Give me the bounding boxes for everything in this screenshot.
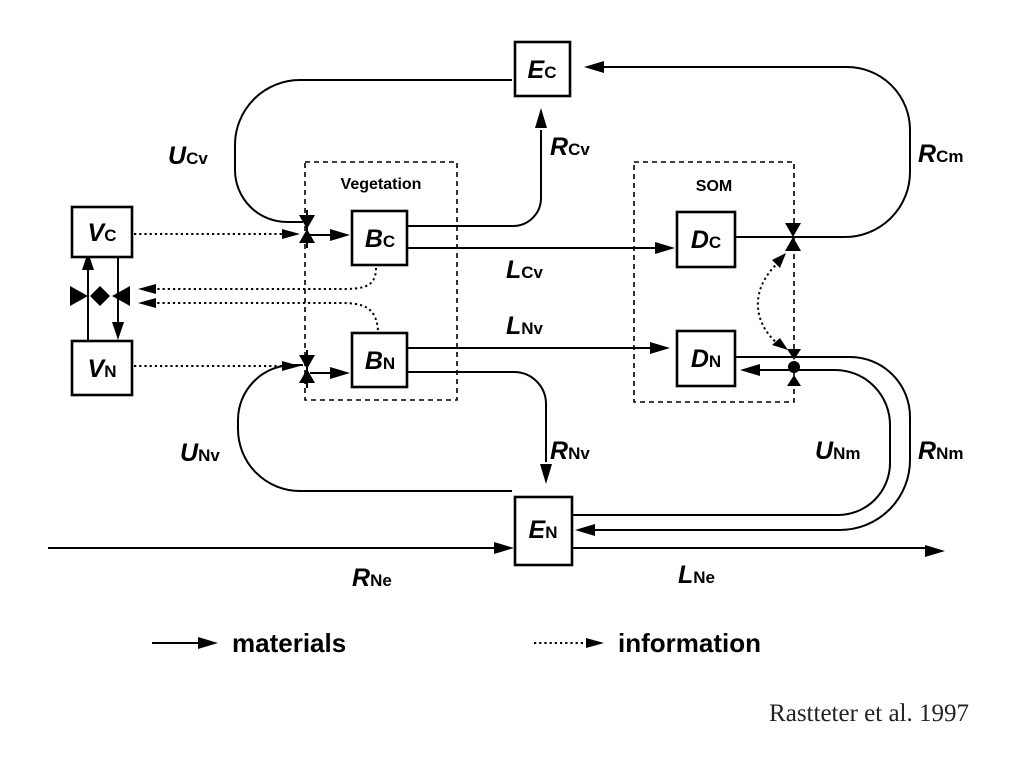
svg-text:EC: EC <box>528 56 557 84</box>
label-rnm: RNm <box>918 437 963 465</box>
legend-materials-arrow <box>198 637 218 649</box>
arrow-rcv <box>535 108 547 128</box>
box-dn: DN <box>675 329 737 388</box>
arrow-info-vn <box>282 361 300 371</box>
arrow-info-vc <box>282 229 300 239</box>
label-rnv: RNv <box>550 437 590 465</box>
box-dc: DC <box>675 210 737 269</box>
arrow-lne <box>925 545 945 557</box>
legend-information-arrow <box>586 638 604 648</box>
valve-bn <box>299 350 315 388</box>
info-dc-dn <box>757 261 780 345</box>
arrow-rnm <box>575 524 595 536</box>
arrow-unm <box>740 364 760 376</box>
svg-text:VC: VC <box>88 219 117 247</box>
svg-text:BN: BN <box>365 347 395 375</box>
label-rcm: RCm <box>918 140 963 168</box>
flow-rnv <box>408 371 547 462</box>
info-bn-v <box>155 302 379 331</box>
label-lnv: LNv <box>506 312 544 340</box>
arrow-lcv <box>655 242 675 254</box>
vegetation-group-outline <box>304 161 458 401</box>
valve-v <box>70 286 130 306</box>
arrow-vn <box>112 322 124 340</box>
flow-ucv <box>234 79 512 223</box>
arrow-vc <box>82 252 94 270</box>
label-rne: RNe <box>352 564 392 592</box>
label-lcv: LCv <box>506 256 544 284</box>
label-unm: UNm <box>815 437 860 465</box>
svg-text:EN: EN <box>529 516 558 544</box>
legend-materials-label: materials <box>232 628 346 658</box>
box-vc: VC <box>70 205 134 259</box>
arrow-rnv <box>540 464 552 484</box>
valve-bc <box>299 210 315 248</box>
arrow-rcm <box>584 61 604 73</box>
label-lne: LNe <box>678 561 715 589</box>
arrow-info-bc <box>138 284 156 294</box>
flow-rcm <box>604 66 911 238</box>
arrow-info-down <box>772 338 788 350</box>
som-group-outline <box>633 161 795 403</box>
label-rcv: RCv <box>550 133 590 161</box>
som-group-label: SOM <box>696 178 732 195</box>
valve-dn <box>787 349 801 386</box>
flow-rcv <box>408 130 542 227</box>
arrow-lnv <box>650 342 670 354</box>
box-ec: EC <box>513 40 572 98</box>
label-ucv: UCv <box>168 142 208 170</box>
vegetation-group-label: Vegetation <box>341 176 422 193</box>
arrow-rne <box>494 542 514 554</box>
arrow-bn-in <box>330 367 350 379</box>
box-en: EN <box>513 495 574 567</box>
legend: materials information <box>152 628 761 658</box>
box-bc: BC <box>350 209 409 267</box>
info-bc-v <box>155 267 377 290</box>
legend-information-label: information <box>618 628 761 658</box>
arrow-info-up <box>772 253 786 268</box>
svg-text:DC: DC <box>691 226 721 254</box>
box-vn: VN <box>70 339 134 397</box>
arrow-info-bn <box>138 298 156 308</box>
valve-dc <box>785 223 801 251</box>
citation: Rastteter et al. 1997 <box>769 700 969 727</box>
flow-rnm <box>595 356 911 531</box>
svg-text:DN: DN <box>691 345 721 373</box>
svg-text:BC: BC <box>365 225 395 253</box>
box-bn: BN <box>350 331 409 389</box>
svg-text:VN: VN <box>88 355 117 383</box>
flow-unv <box>237 364 512 492</box>
flow-unm <box>573 369 891 516</box>
label-unv: UNv <box>180 439 220 467</box>
arrow-bc-in <box>330 229 350 241</box>
